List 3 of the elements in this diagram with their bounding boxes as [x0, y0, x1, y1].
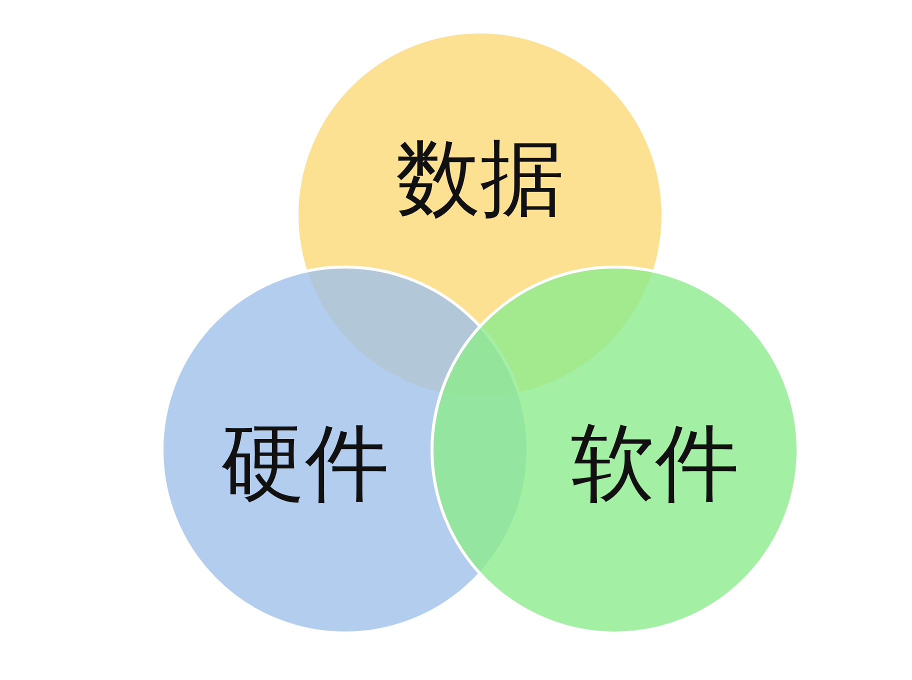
set-label: 硬件 — [221, 423, 389, 507]
set-label: 软件 — [571, 423, 739, 507]
set-label: 数据 — [396, 138, 564, 222]
